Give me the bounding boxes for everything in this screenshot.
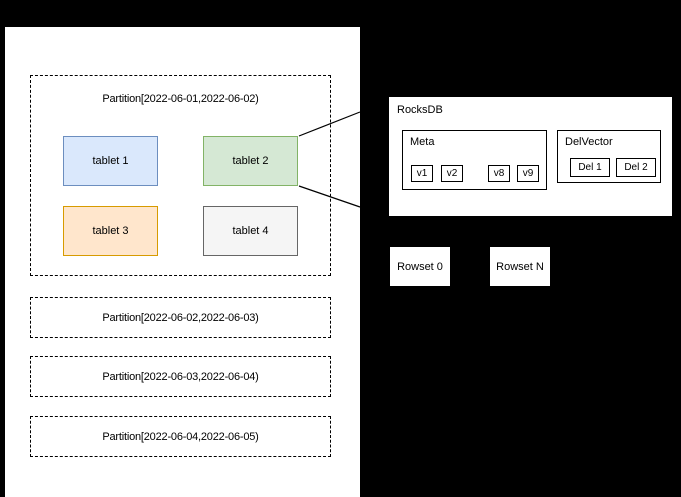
partition-box-1[interactable]: Partition[2022-06-02,2022-06-03) — [30, 297, 331, 338]
meta-version-label-v9: v9 — [522, 168, 534, 179]
meta-version-label-v8: v8 — [493, 168, 505, 179]
meta-version-label-v1: v1 — [416, 168, 428, 179]
partition-label-2: Partition[2022-06-03,2022-06-04) — [102, 371, 259, 383]
partition-box-3[interactable]: Partition[2022-06-04,2022-06-05) — [30, 416, 331, 457]
rowset-box-0[interactable]: Rowset 0 — [390, 247, 450, 286]
delvector-chip-1[interactable]: Del 1 — [570, 158, 610, 177]
rowset-box-n[interactable]: Rowset N — [490, 247, 550, 286]
left-panel — [5, 27, 360, 497]
delvector-label-2: Del 2 — [624, 162, 648, 173]
delvector-box[interactable]: DelVector Del 1 Del 2 — [557, 130, 661, 183]
rowset-label-n: Rowset N — [496, 260, 544, 273]
tablet-box-4[interactable]: tablet 4 — [203, 206, 298, 256]
rocksdb-title: RocksDB — [397, 104, 443, 116]
meta-version-label-v2: v2 — [446, 168, 458, 179]
meta-version-chip-v8[interactable]: v8 — [488, 165, 510, 182]
tablet-label-1: tablet 1 — [92, 155, 129, 167]
delvector-title: DelVector — [565, 136, 613, 148]
rocksdb-box[interactable]: RocksDB Meta v1 v2 v8 v9 DelVector Del 1 — [388, 96, 673, 217]
meta-title: Meta — [410, 136, 435, 148]
partition-label-0: Partition[2022-06-01,2022-06-02) — [102, 93, 259, 105]
rowset-label-0: Rowset 0 — [397, 260, 443, 273]
partition-label-3: Partition[2022-06-04,2022-06-05) — [102, 431, 259, 443]
meta-version-chip-v1[interactable]: v1 — [411, 165, 433, 182]
tablet-label-3: tablet 3 — [92, 225, 129, 237]
tablet-box-1[interactable]: tablet 1 — [63, 136, 158, 186]
partition-box-2[interactable]: Partition[2022-06-03,2022-06-04) — [30, 356, 331, 397]
partition-label-1: Partition[2022-06-02,2022-06-03) — [102, 312, 259, 324]
tablet-label-2: tablet 2 — [232, 155, 269, 167]
tablet-box-2[interactable]: tablet 2 — [203, 136, 298, 186]
partition-box-0[interactable]: Partition[2022-06-01,2022-06-02) — [30, 75, 331, 276]
meta-box[interactable]: Meta v1 v2 v8 v9 — [402, 130, 547, 190]
meta-version-chip-v2[interactable]: v2 — [441, 165, 463, 182]
tablet-box-3[interactable]: tablet 3 — [63, 206, 158, 256]
meta-version-chip-v9[interactable]: v9 — [517, 165, 539, 182]
delvector-label-1: Del 1 — [578, 162, 602, 173]
tablet-label-4: tablet 4 — [232, 225, 269, 237]
delvector-chip-2[interactable]: Del 2 — [616, 158, 656, 177]
